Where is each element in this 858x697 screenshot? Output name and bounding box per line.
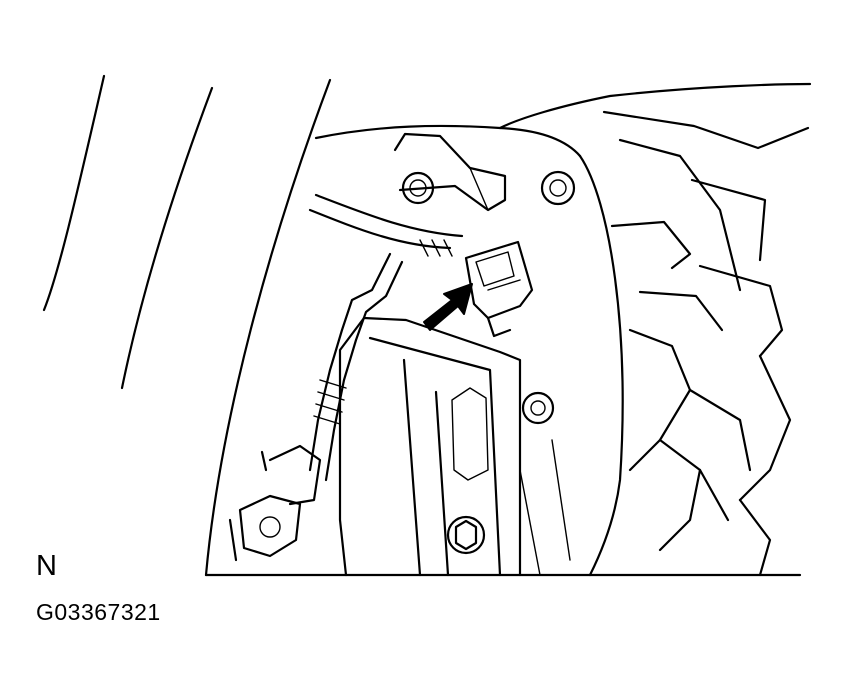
transmission-housing (314, 82, 812, 577)
wire-harness (308, 193, 464, 482)
bracket (393, 132, 507, 212)
linkage-assembly (228, 444, 322, 562)
figure-code-label: G03367321 (36, 599, 161, 625)
sensor-connector (464, 240, 534, 338)
pointer-arrow-icon (423, 283, 473, 331)
mounting-plate (338, 316, 522, 577)
wheel-arcs (42, 74, 332, 577)
mounting-bolts (401, 170, 576, 555)
view-letter-label: N (36, 550, 57, 582)
